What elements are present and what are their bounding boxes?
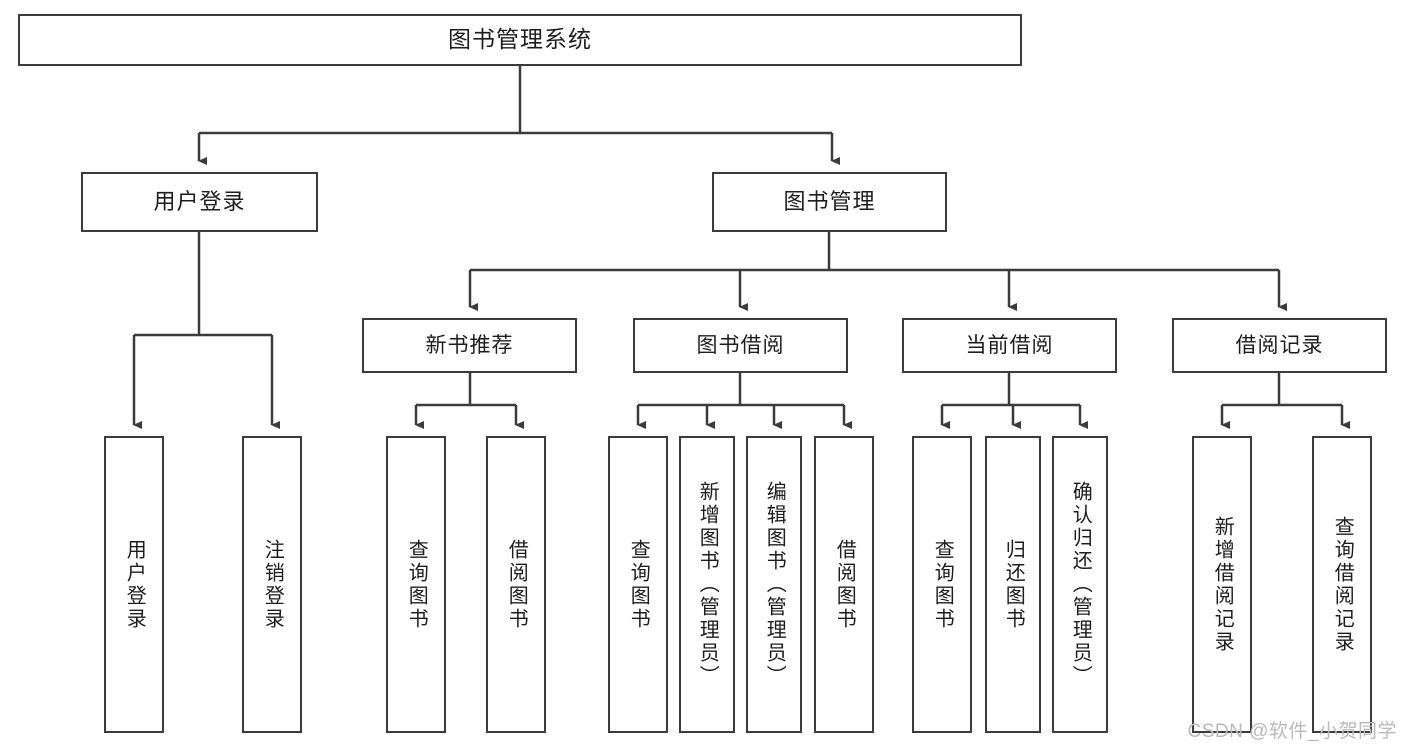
leaf-query-book-2[interactable]: 查询图书 [608, 436, 668, 733]
node-book-borrow[interactable]: 图书借阅 [633, 318, 848, 373]
leaf-query-record-label: 查询借阅记录 [1331, 515, 1354, 654]
leaf-add-book-label: 新增图书（管理员） [696, 481, 719, 688]
leaf-borrow-book-1[interactable]: 借阅图书 [486, 436, 546, 733]
node-book-manage-label: 图书管理 [783, 188, 876, 214]
node-user-login-label: 用户登录 [153, 188, 246, 214]
leaf-edit-book-label: 编辑图书（管理员） [763, 481, 786, 688]
node-user-login[interactable]: 用户登录 [81, 172, 318, 232]
leaf-query-book-3[interactable]: 查询图书 [912, 436, 972, 733]
leaf-user-login[interactable]: 用户登录 [104, 436, 164, 733]
node-borrow-records-label: 借阅记录 [1235, 333, 1324, 357]
leaf-return-book[interactable]: 归还图书 [985, 436, 1041, 733]
leaf-confirm-return[interactable]: 确认归还（管理员） [1052, 436, 1108, 733]
leaf-query-book-1-label: 查询图书 [405, 538, 428, 631]
leaf-logout[interactable]: 注销登录 [242, 436, 302, 733]
node-root-label: 图书管理系统 [448, 26, 592, 53]
leaf-add-record-label: 新增借阅记录 [1211, 515, 1234, 654]
leaf-query-book-2-label: 查询图书 [627, 538, 650, 631]
leaf-add-book[interactable]: 新增图书（管理员） [679, 436, 735, 733]
leaf-query-book-3-label: 查询图书 [931, 538, 954, 631]
node-current-borrow[interactable]: 当前借阅 [902, 318, 1117, 373]
leaf-add-record[interactable]: 新增借阅记录 [1192, 436, 1252, 733]
leaf-borrow-book-1-label: 借阅图书 [505, 538, 528, 631]
leaf-user-login-label: 用户登录 [123, 538, 146, 631]
leaf-logout-label: 注销登录 [261, 538, 284, 631]
node-new-book-recommend-label: 新书推荐 [425, 333, 514, 357]
node-book-borrow-label: 图书借阅 [696, 333, 785, 357]
watermark: CSDN @软件_小贺同学 [1187, 721, 1397, 742]
leaf-borrow-book-2[interactable]: 借阅图书 [814, 436, 874, 733]
leaf-confirm-return-label: 确认归还（管理员） [1069, 481, 1092, 688]
leaf-edit-book[interactable]: 编辑图书（管理员） [746, 436, 802, 733]
leaf-query-book-1[interactable]: 查询图书 [386, 436, 446, 733]
node-new-book-recommend[interactable]: 新书推荐 [362, 318, 577, 373]
node-book-manage[interactable]: 图书管理 [712, 172, 947, 232]
node-borrow-records[interactable]: 借阅记录 [1172, 318, 1387, 373]
leaf-query-record[interactable]: 查询借阅记录 [1312, 436, 1372, 733]
leaf-return-book-label: 归还图书 [1002, 538, 1025, 631]
node-root[interactable]: 图书管理系统 [18, 14, 1022, 66]
node-current-borrow-label: 当前借阅 [965, 333, 1054, 357]
leaf-borrow-book-2-label: 借阅图书 [833, 538, 856, 631]
